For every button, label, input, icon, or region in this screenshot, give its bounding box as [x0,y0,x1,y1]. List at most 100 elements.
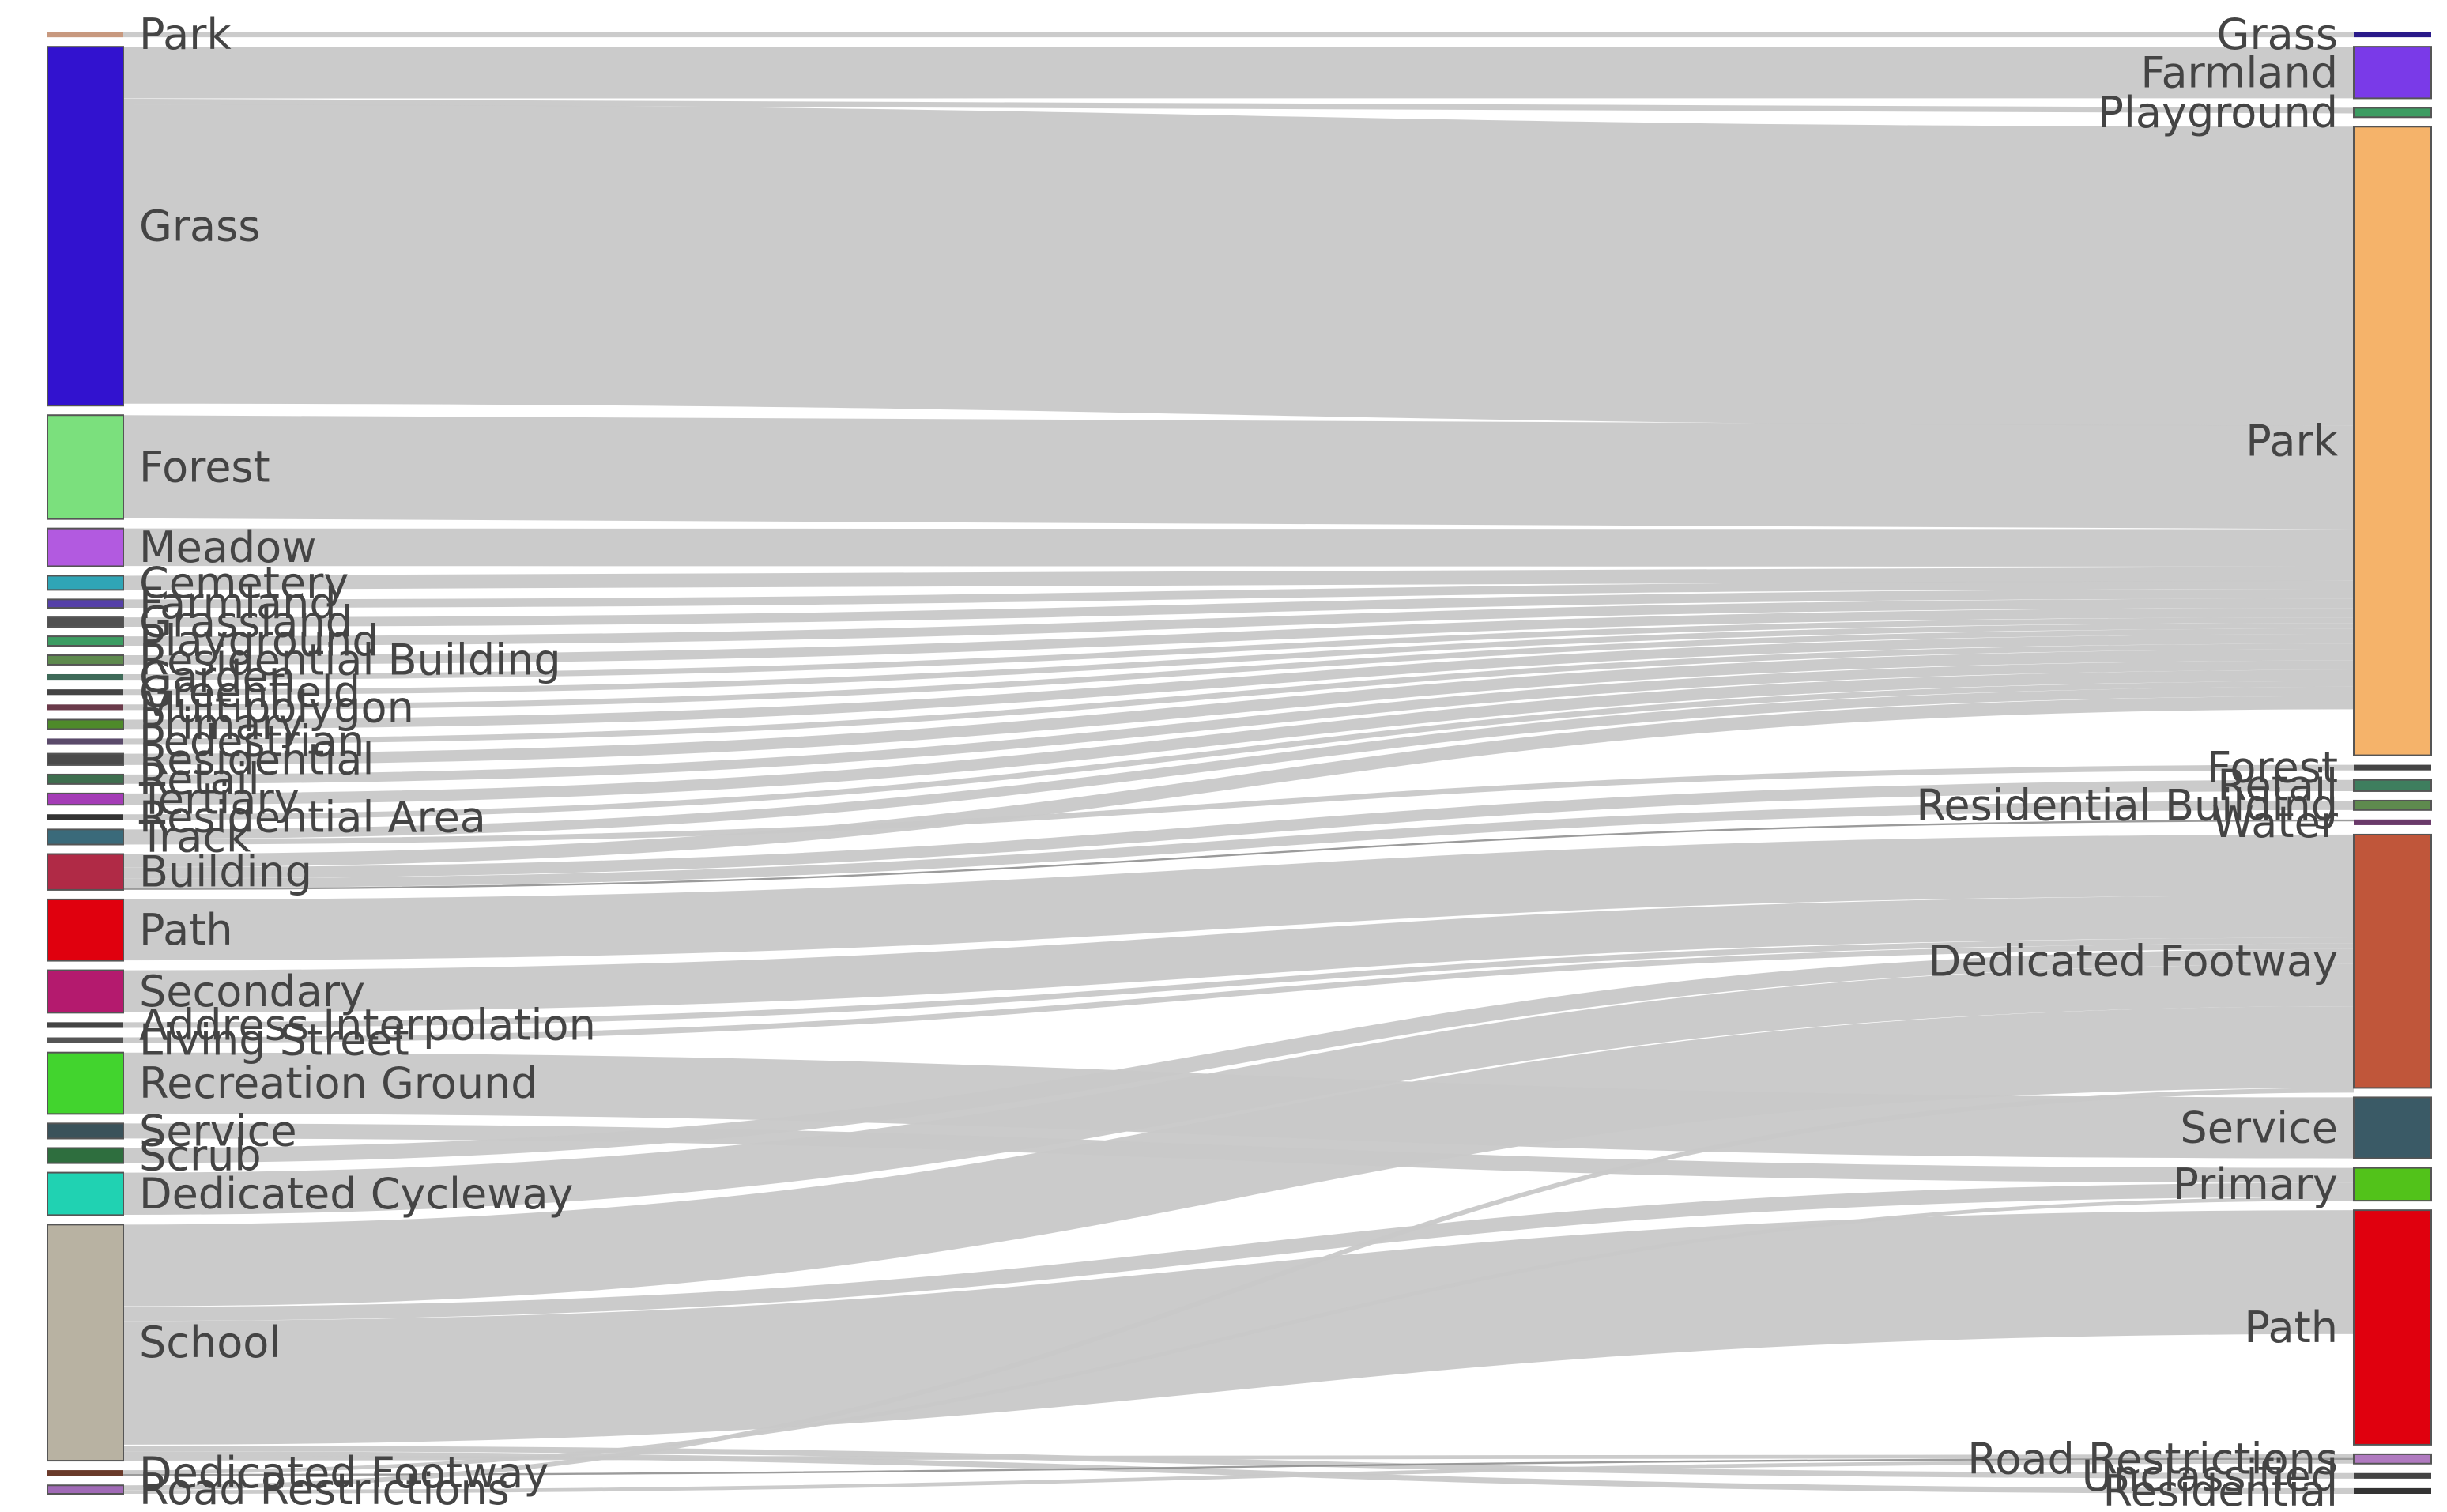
sankey-label-target-residential: Residential [2103,1466,2338,1512]
sankey-node-source-dedcycle[interactable] [47,1171,124,1216]
sankey-label-source-grass: Grass [139,202,260,251]
sankey-node-source-retail[interactable] [47,773,124,785]
sankey-link-pedestrian-to-park [123,643,2355,745]
sankey-label-target-resbuild: Residential Building [1916,780,2338,830]
sankey-node-target-farmland[interactable] [2353,46,2432,100]
sankey-link-livingst-to-dedfoot [123,943,2355,1043]
sankey-label-source-retail: Retail [139,754,260,804]
sankey-label-source-roadrestr: Road Restrictions [139,1465,510,1512]
sankey-node-source-path[interactable] [47,898,124,962]
sankey-node-target-dedfoot[interactable] [2353,833,2432,1089]
sankey-labels: ParkGrassForestMeadowCemeteryFarmlandGra… [138,9,2339,1512]
sankey-node-source-primary[interactable] [47,718,124,730]
sankey-links [123,31,2355,1495]
sankey-link-grass-to-park [123,104,2355,426]
sankey-label-target-water: Water [2211,797,2338,847]
sankey-nodes [47,32,2432,1495]
sankey-node-target-roadrestr[interactable] [2353,1453,2432,1465]
sankey-label-source-dedfoot: Dedicated Footway [139,1448,549,1498]
sankey-label-source-park: Park [139,9,232,59]
sankey-link-resarea-to-park [123,681,2355,820]
sankey-label-source-cemetery: Cemetery [139,558,349,608]
sankey-label-source-building: Building [139,847,312,897]
sankey-label-source-recground: Recreation Ground [139,1058,538,1108]
sankey-node-target-water[interactable] [2354,819,2431,825]
sankey-node-source-building[interactable] [47,853,124,891]
sankey-node-source-secondary[interactable] [47,969,124,1014]
sankey-link-cemetery-to-park [123,566,2355,590]
sankey-node-target-primary[interactable] [2353,1167,2432,1202]
sankey-label-source-track: Track [138,812,251,862]
sankey-link-school-to-roadrestr [123,1454,2355,1461]
sankey-node-source-grassland[interactable] [47,616,124,628]
sankey-node-source-scrub[interactable] [47,1147,124,1164]
sankey-link-grassland-to-park [123,589,2355,627]
sankey-node-source-greenfield[interactable] [47,689,123,696]
sankey-node-source-recground[interactable] [47,1051,124,1115]
sankey-label-source-path: Path [139,905,233,955]
sankey-node-source-pedestrian[interactable] [47,738,123,745]
sankey-node-source-resbuild[interactable] [47,654,124,666]
sankey-node-source-grass[interactable] [47,46,124,407]
sankey-node-source-addrinterp[interactable] [47,1022,123,1028]
sankey-node-source-service[interactable] [47,1122,124,1140]
sankey-label-source-residential: Residential [139,734,374,784]
sankey-link-roadrestr-to-dedfoot [123,1088,2355,1491]
sankey-link-building-to-park [123,696,2355,868]
sankey-label-target-service: Service [2180,1103,2338,1153]
sankey-label-source-primary: Primary [139,699,304,749]
sankey-node-source-school[interactable] [47,1224,124,1462]
sankey-node-source-roadrestr[interactable] [47,1484,124,1495]
sankey-label-target-primary: Primary [2173,1159,2338,1209]
sankey-label-target-retail: Retail [2217,760,2338,810]
sankey-label-source-dedcycle: Dedicated Cycleway [139,1169,574,1219]
sankey-link-building-to-resbuild [123,800,2355,888]
sankey-label-source-school: School [139,1318,281,1367]
sankey-label-source-playground: Playground [139,616,379,666]
sankey-link-tertiary-to-park [123,669,2355,805]
sankey-node-source-dedfoot[interactable] [47,1470,123,1476]
sankey-node-source-garden[interactable] [47,673,123,681]
sankey-node-source-track[interactable] [47,828,124,846]
sankey-link-meadow-to-park [123,528,2355,567]
sankey-node-source-playground[interactable] [47,635,124,647]
sankey-node-source-residential[interactable] [47,752,124,766]
sankey-node-target-service[interactable] [2353,1096,2432,1159]
sankey-label-target-playground: Playground [2098,88,2338,138]
sankey-node-source-cemetery[interactable] [47,575,124,591]
sankey-label-target-grass: Grass [2217,9,2338,59]
sankey-node-source-multipoly[interactable] [47,704,123,711]
sankey-label-source-multipoly: Multipolygon [139,682,414,732]
sankey-link-retail-to-park [123,660,2355,784]
sankey-link-dedfoot-to-primary [123,1197,2355,1474]
sankey-label-target-forest: Forest [2207,743,2338,793]
sankey-node-source-meadow[interactable] [47,527,124,567]
sankey-node-source-resarea[interactable] [47,814,123,820]
sankey-node-target-retail[interactable] [2353,779,2432,792]
sankey-node-source-forest[interactable] [47,414,124,520]
sankey-link-school-to-primary [123,1182,2355,1322]
sankey-label-target-dedfoot: Dedicated Footway [1929,937,2338,986]
sankey-node-target-playground[interactable] [2353,107,2432,119]
sankey-node-source-tertiary[interactable] [47,792,124,806]
sankey-label-source-pedestrian: Pedestrian [139,717,364,767]
sankey-node-source-park[interactable] [47,32,123,38]
sankey-node-target-grass[interactable] [2354,32,2431,38]
sankey-link-path-to-dedfoot [123,834,2355,961]
sankey-label-target-park: Park [2245,416,2338,466]
sankey-node-target-park[interactable] [2353,126,2432,756]
sankey-node-target-forest[interactable] [2354,764,2431,771]
sankey-label-target-path: Path [2244,1303,2338,1352]
sankey-node-source-farmland[interactable] [47,598,124,609]
sankey-node-target-unclass[interactable] [2354,1472,2431,1479]
sankey-link-farmland-to-park [123,580,2355,609]
sankey-link-track-to-park [123,686,2355,839]
sankey-node-target-resbuild[interactable] [2353,799,2432,811]
sankey-node-target-residential[interactable] [2354,1487,2431,1494]
sankey-node-target-path[interactable] [2353,1209,2432,1446]
sankey-label-source-service: Service [139,1106,297,1156]
sankey-link-greenfield-to-park [123,623,2355,696]
sankey-node-source-livingst[interactable] [47,1037,123,1043]
sankey-link-scrub-to-dedfoot [123,948,2355,1163]
